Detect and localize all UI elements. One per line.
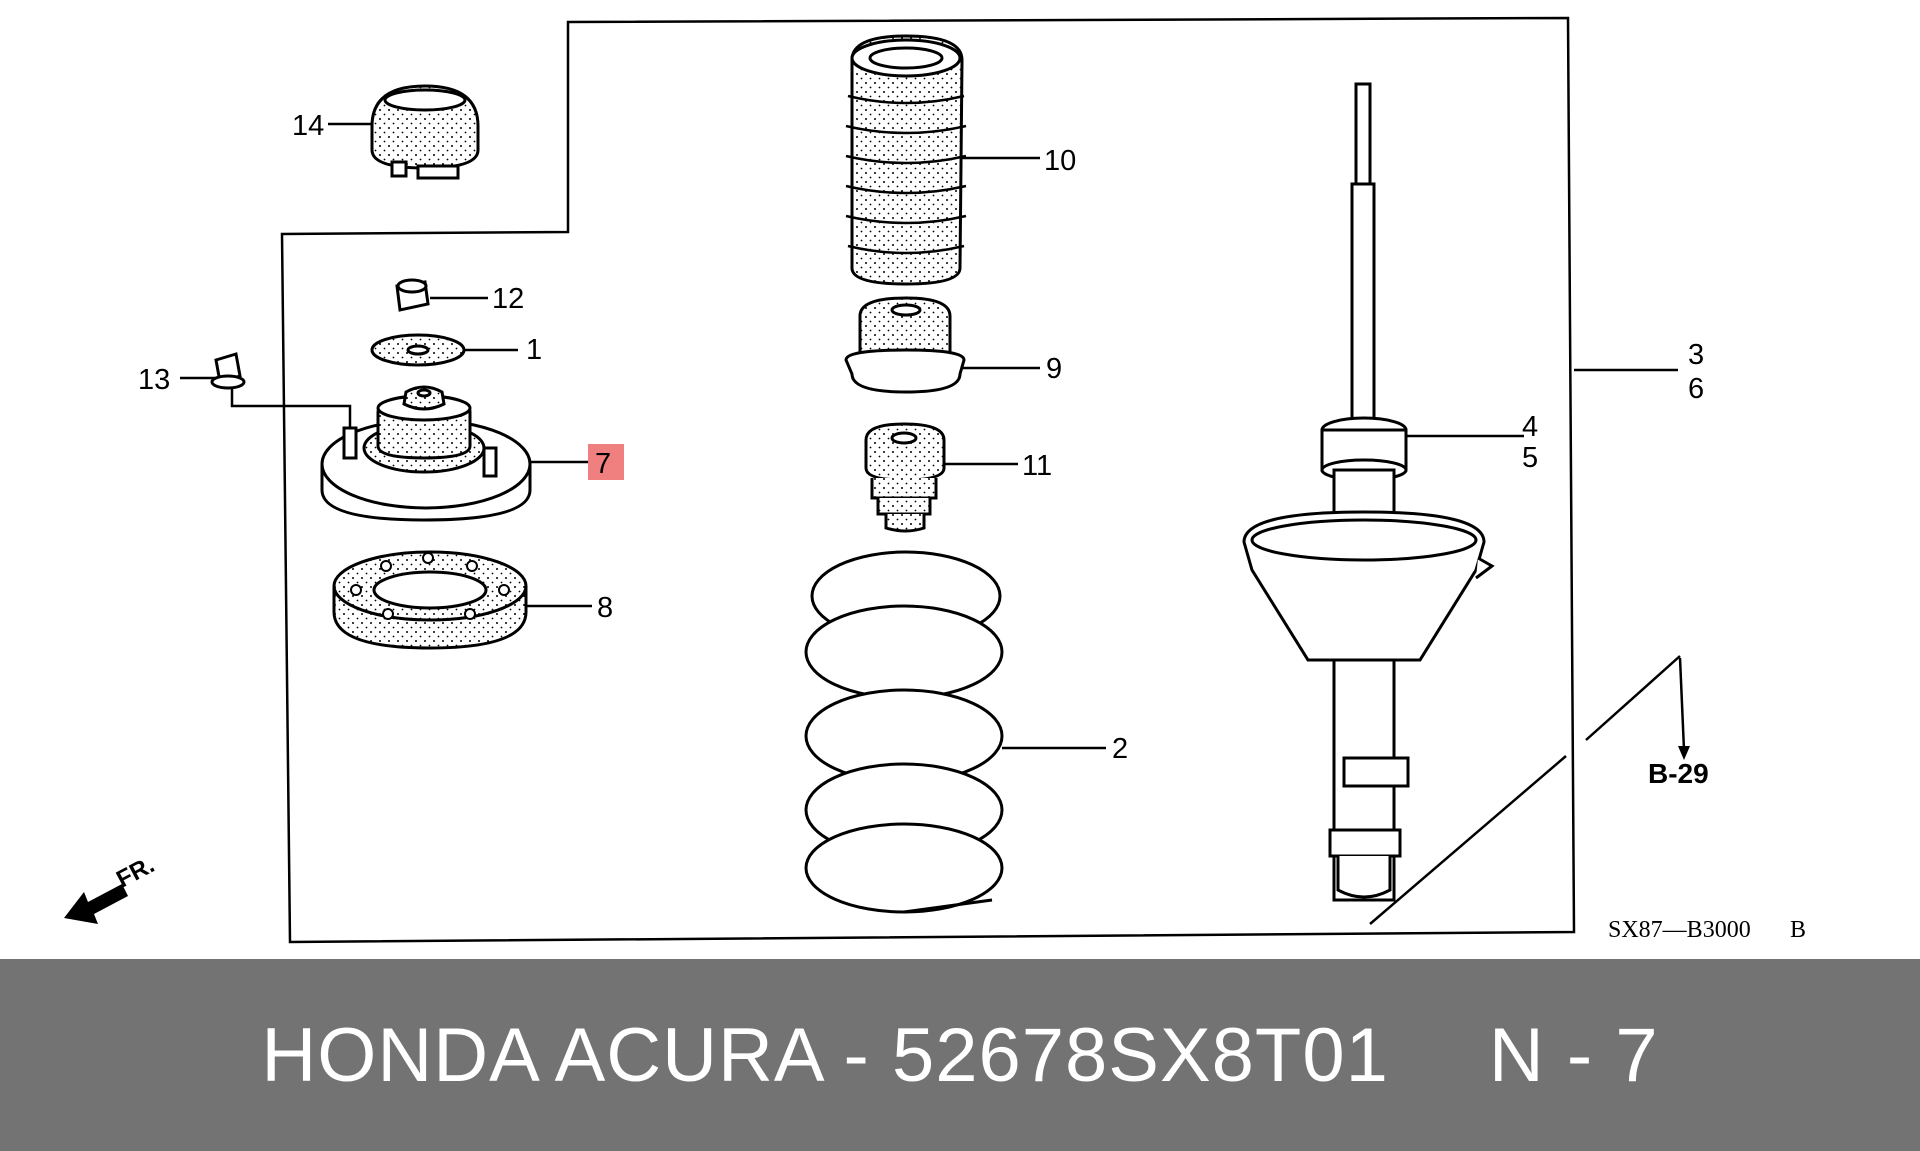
reference-label: B-29 (1648, 758, 1709, 789)
strut-drawing (1242, 82, 1495, 902)
callout-1: 1 (526, 334, 542, 366)
part-9-drawing (844, 296, 966, 394)
part-2-drawing (804, 550, 1004, 914)
part-1-drawing (370, 333, 466, 367)
front-arrow-icon (64, 884, 128, 924)
part-14-drawing (370, 84, 480, 180)
callout-7-highlight (588, 444, 624, 480)
callout-10: 10 (1044, 145, 1076, 177)
leader-13-bracket (230, 388, 352, 436)
callout-3: 3 (1688, 339, 1704, 371)
assembly-frame (280, 16, 1576, 944)
callout-12: 12 (492, 283, 524, 315)
part-12-drawing (395, 278, 430, 312)
section-line-lower (1369, 755, 1567, 925)
section-line-upper (1585, 655, 1681, 741)
part-caption-bar: HONDA ACURA - 52678SX8T01 N - 7 (0, 959, 1920, 1151)
drawing-code-suffix: B (1790, 917, 1806, 943)
part-8-drawing (332, 550, 528, 650)
drawing-code: SX87—B3000 (1608, 917, 1751, 943)
position-label: N - 7 (1488, 1012, 1659, 1098)
callout-14: 14 (292, 110, 324, 142)
callout-5: 5 (1522, 442, 1538, 474)
callout-6: 6 (1688, 373, 1704, 405)
callout-13: 13 (138, 364, 170, 396)
part-13-drawing (210, 352, 246, 390)
reference-arrow-head (1678, 746, 1690, 760)
part-7-drawing (320, 385, 532, 522)
callout-4: 4 (1522, 411, 1538, 443)
callout-9: 9 (1046, 353, 1062, 385)
callout-11: 11 (1022, 450, 1052, 482)
part-title: HONDA ACURA - 52678SX8T01 (261, 1012, 1389, 1098)
callout-7: 7 (595, 448, 611, 480)
callout-2: 2 (1112, 733, 1128, 765)
parts-diagram: 14 12 1 13 7 (64, 16, 1806, 944)
part-11-drawing (864, 422, 946, 533)
part-10-drawing (845, 34, 967, 286)
callout-8: 8 (597, 592, 613, 624)
reference-arrow (1678, 657, 1686, 751)
